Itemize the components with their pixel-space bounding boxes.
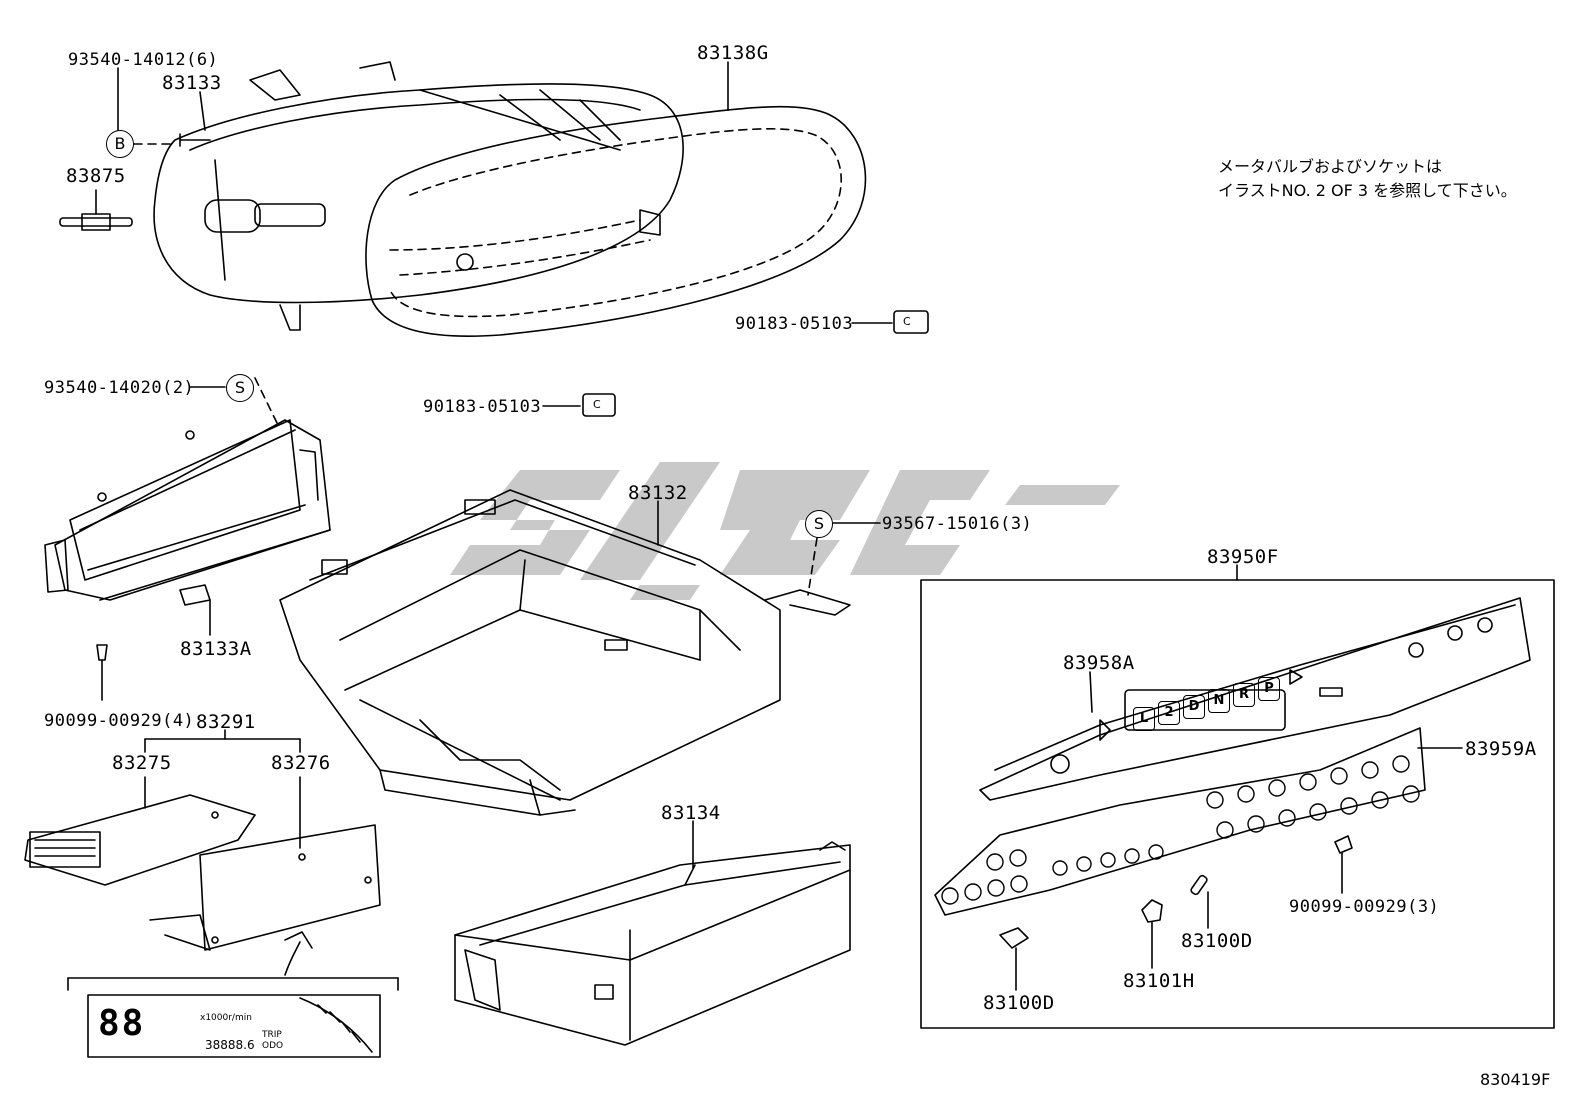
meter-glass-83138G [365, 105, 867, 338]
plate-holes [941, 755, 1420, 905]
plate-hole [1124, 848, 1140, 864]
plate-hole [1402, 785, 1420, 803]
screw-90099-4-drawing [96, 644, 108, 701]
label-83101H: 83101H [1123, 970, 1195, 992]
marker-b: B [106, 130, 134, 158]
lcd-trip-label: TRIP [262, 1030, 282, 1040]
note-line-2: イラストNO. 2 OF 3 を参照して下さい。 [1218, 181, 1517, 200]
label-83276: 83276 [271, 752, 331, 774]
label-83958A: 83958A [1063, 652, 1135, 674]
perforated-plate-83959A [934, 727, 1426, 916]
arrow-up-icon [284, 931, 313, 976]
lcd-inset-frame [67, 977, 399, 1058]
leader-s2-dash [807, 537, 818, 596]
watermark-logo [450, 462, 1120, 600]
label-83950F: 83950F [1207, 546, 1279, 568]
gear-indicator-2: 2 [1158, 701, 1180, 725]
plate-hole [1237, 785, 1255, 803]
plate-hole [1216, 821, 1234, 839]
plate-hole [1247, 815, 1265, 833]
leader-83958A [1089, 671, 1093, 713]
leader-s1-dash [254, 377, 279, 426]
plate-hole [1340, 797, 1358, 815]
circuit-frame-83133A [44, 419, 331, 606]
lower-box-83134 [454, 841, 851, 1046]
plate-hole [1371, 791, 1389, 809]
label-83291: 83291 [196, 711, 256, 733]
bulb-83100D-a-drawing [999, 927, 1029, 991]
display-plate-83276 [149, 824, 381, 951]
gear-indicator-d: D [1183, 695, 1205, 719]
label-83275: 83275 [112, 752, 172, 774]
bulb-83100D-b-drawing [1190, 874, 1209, 929]
screw-90099-3-drawing [1334, 835, 1353, 894]
gear-indicator-r: R [1233, 683, 1255, 707]
plate-hole [1330, 767, 1348, 785]
label-83100D-a: 83100D [983, 992, 1055, 1014]
figure-code: 830419F [1480, 1070, 1551, 1089]
marker-s2: S [805, 510, 833, 538]
clip-b-mark: C [593, 398, 601, 411]
label-clip-90183-b: 90183-05103 [423, 397, 542, 417]
plate-hole [986, 853, 1004, 871]
lcd-digits: 88 [98, 1003, 146, 1044]
plate-hole [1309, 803, 1327, 821]
lamp-83875-drawing [59, 189, 133, 231]
plate-hole [941, 887, 959, 905]
note-line-1: メータバルブおよびソケットは [1218, 157, 1443, 176]
label-clip-90183-a: 90183-05103 [735, 314, 854, 334]
marker-s1: S [226, 374, 254, 402]
bracket-83291 [144, 729, 301, 753]
clip-a-drawing [893, 310, 929, 334]
label-83133: 83133 [162, 72, 222, 94]
clip-a-mark: C [903, 315, 911, 328]
leader-83133 [199, 91, 206, 131]
label-83959A: 83959A [1465, 738, 1537, 760]
gear-indicator-l: L [1133, 707, 1155, 731]
plate-hole [1010, 875, 1028, 893]
indicator-panel-83958A [979, 597, 1531, 801]
lcd-odometer: 38888.6 [205, 1038, 255, 1052]
plate-hole [1076, 856, 1092, 872]
plate-hole [1268, 779, 1286, 797]
plate-hole [987, 879, 1005, 897]
label-83132: 83132 [628, 482, 688, 504]
meter-case-83133 [153, 61, 684, 331]
plate-hole [1052, 860, 1068, 876]
label-93540-14020: 93540-14020(2) [44, 378, 195, 398]
label-83875: 83875 [66, 165, 126, 187]
plate-hole [1100, 852, 1116, 868]
label-83133A: 83133A [180, 638, 252, 660]
gear-indicator-n: N [1208, 689, 1230, 713]
label-93540-14012: 93540-14012(6) [68, 50, 219, 70]
plate-hole [1278, 809, 1296, 827]
plate-hole [1009, 849, 1027, 867]
label-93567-15016: 93567-15016(3) [882, 514, 1033, 534]
plate-hole [1299, 773, 1317, 791]
lcd-unit-label: x1000r/min [200, 1013, 252, 1023]
label-83138G: 83138G [697, 42, 769, 64]
circuit-board-83275 [24, 794, 256, 886]
gauge-shaft [179, 133, 326, 233]
plate-hole [1148, 844, 1164, 860]
label-83100D-b: 83100D [1181, 930, 1253, 952]
label-90099-00929-3: 90099-00929(3) [1289, 897, 1440, 917]
lcd-odo-label: ODO [262, 1041, 284, 1051]
housing-tray-83132 [279, 489, 851, 816]
label-90099-00929-4: 90099-00929(4) [44, 711, 195, 731]
plate-hole [1361, 761, 1379, 779]
socket-83101H-drawing [1141, 899, 1163, 969]
plate-hole [1392, 755, 1410, 773]
gear-indicator-p: P [1258, 677, 1280, 701]
clip-b-drawing [582, 393, 616, 417]
plate-hole [964, 883, 982, 901]
label-83134: 83134 [661, 802, 721, 824]
plate-hole [1206, 791, 1224, 809]
